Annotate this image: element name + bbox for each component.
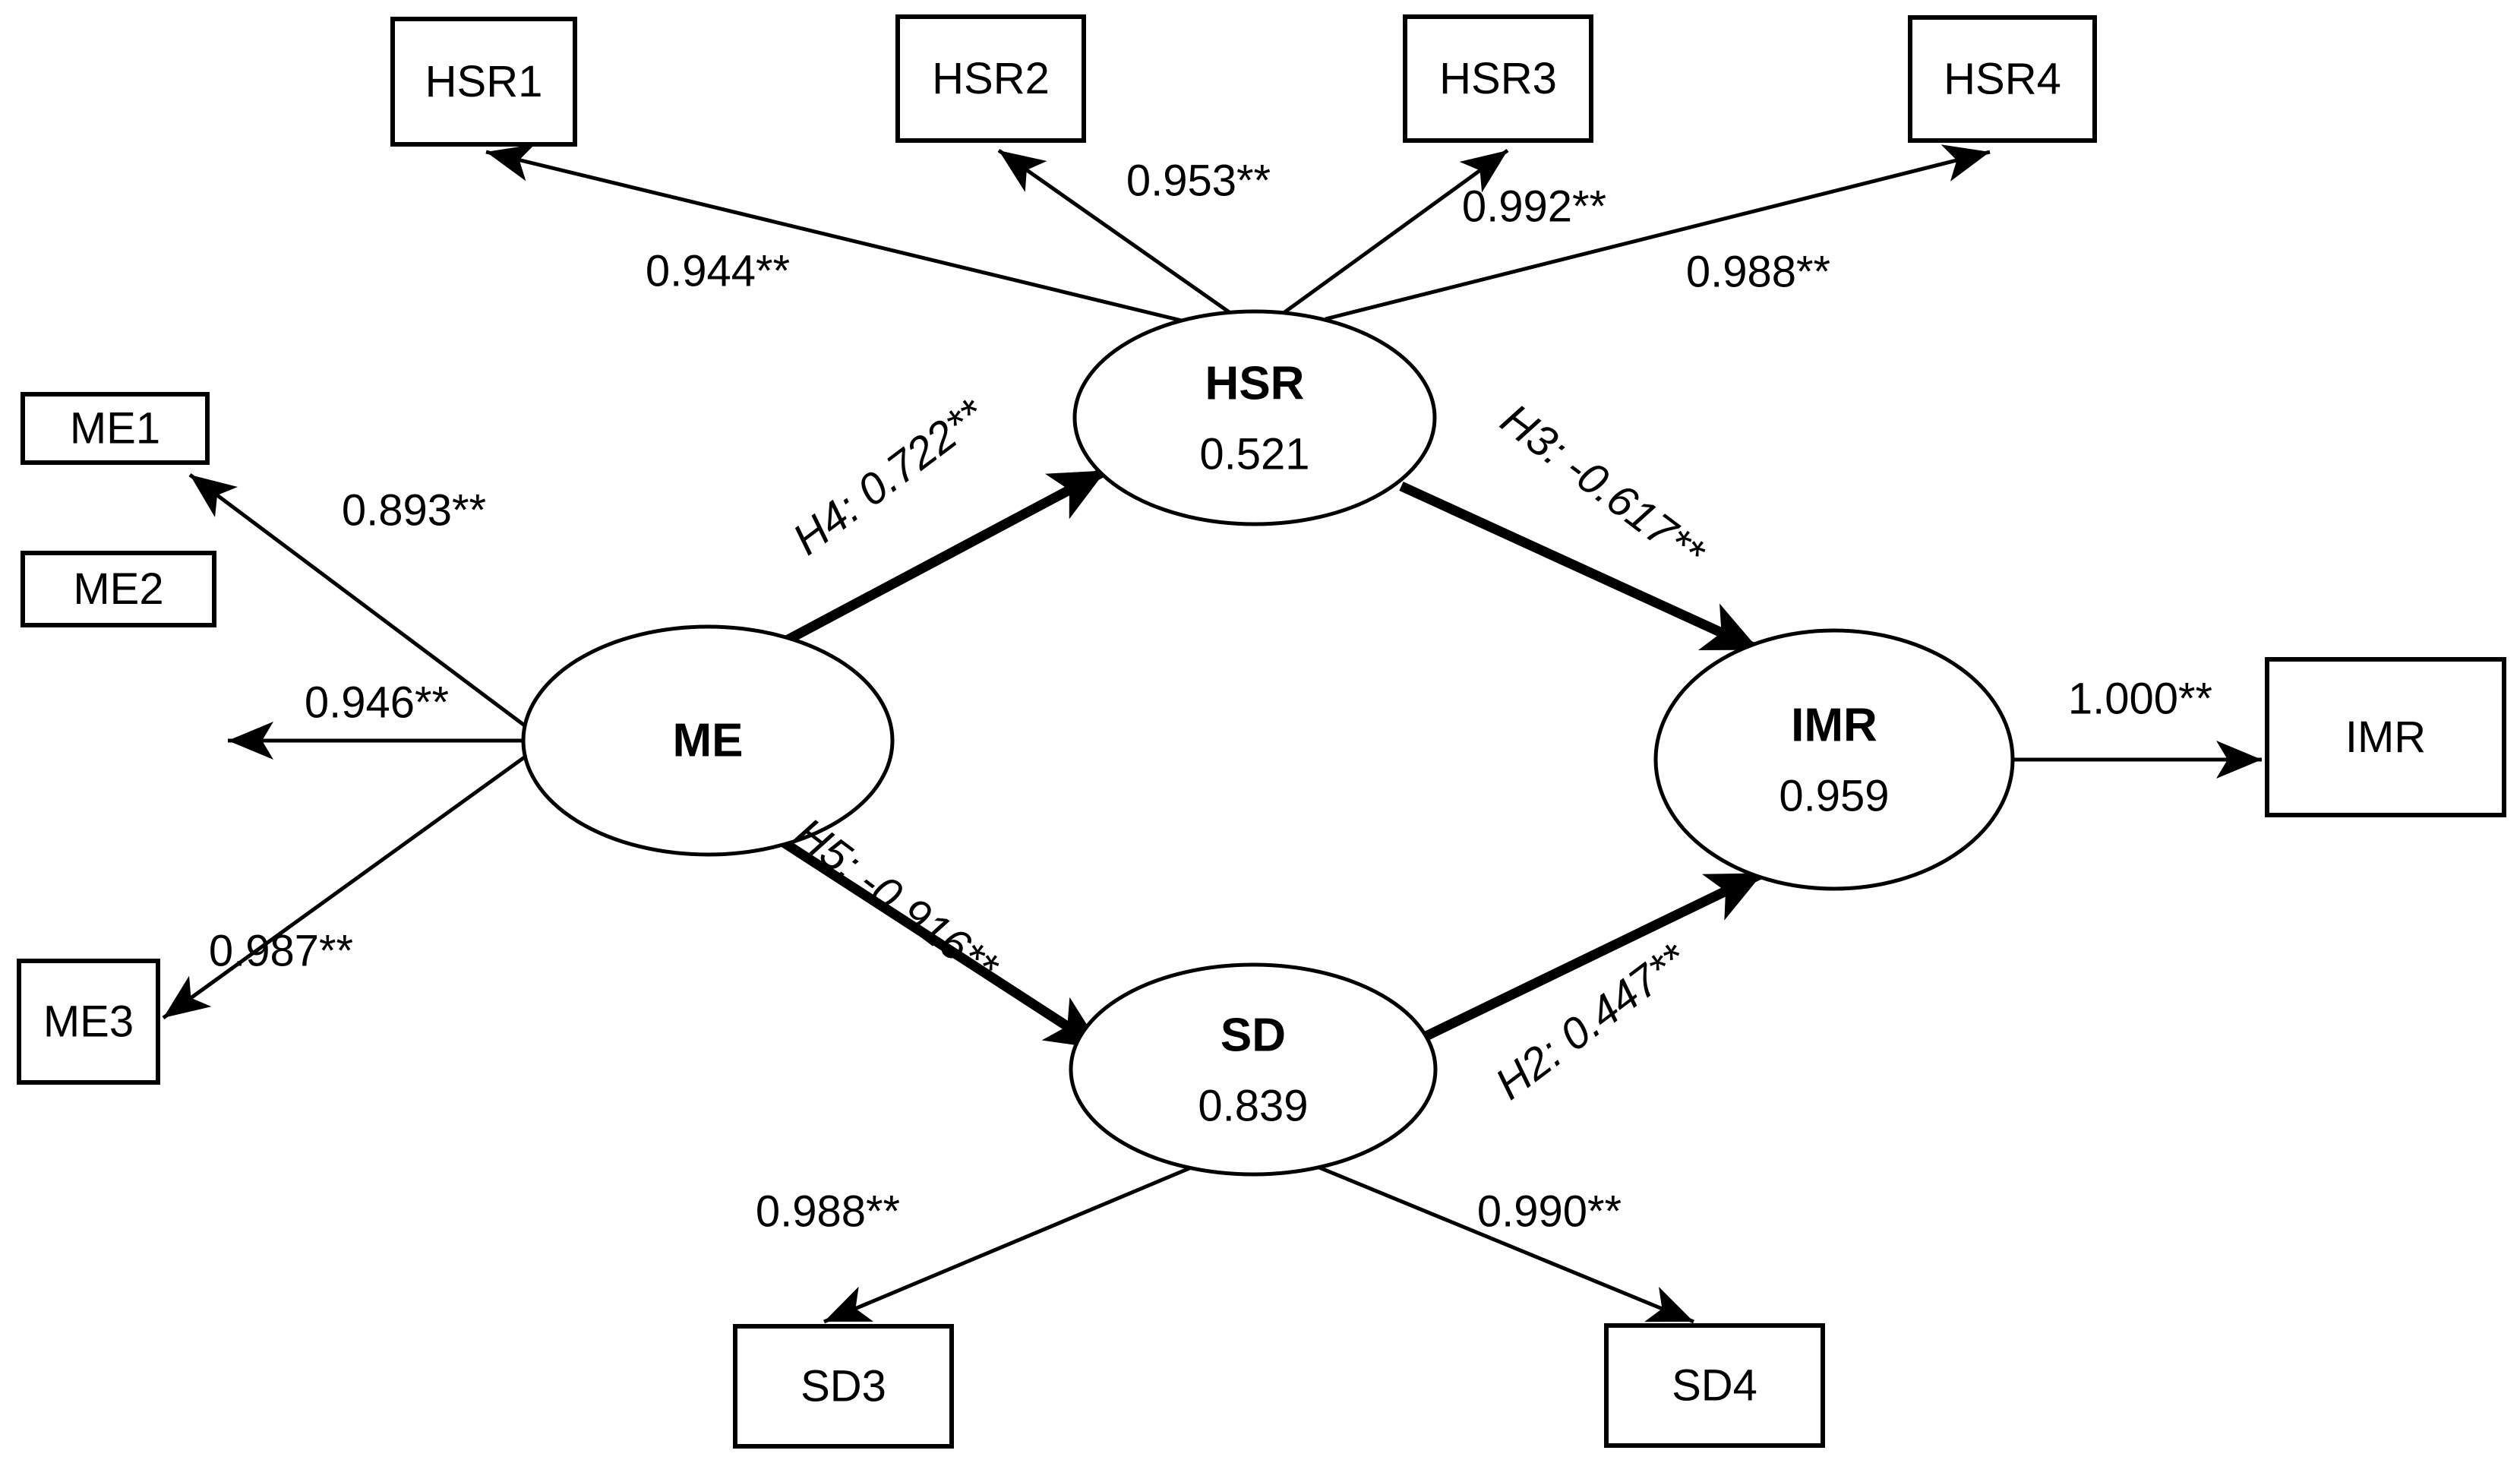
hypothesis-label-H3: H3: -0.617**: [1492, 394, 1714, 580]
indicator-label-SD3: SD3: [801, 1362, 886, 1411]
latent-node-IMR: IMR 0.959: [1653, 628, 2015, 891]
coefficient-label-hsr-hsr2: 0.953**: [1126, 156, 1271, 206]
indicator-box-HSR1: [390, 17, 577, 147]
coefficient-label-sd-sd4: 0.990**: [1477, 1187, 1622, 1237]
indicator-box-HSR3: [1403, 14, 1593, 143]
indicator-box-SD4: [1604, 1323, 1825, 1448]
latent-ellipse-HSR: [1072, 309, 1437, 526]
latent-ellipse-ME: [521, 624, 895, 857]
indicator-label-ME1: ME1: [70, 404, 160, 453]
indicator-label-HSR2: HSR2: [932, 54, 1050, 103]
coefficient-label-me-me2: 0.946**: [305, 678, 449, 728]
latent-name-ME: ME: [673, 715, 744, 767]
measurement-arrow-sd-sd3: [823, 1158, 1208, 1324]
measurement-arrow-hsr-hsr2: [997, 148, 1232, 315]
indicator-node-SD3: SD3: [733, 1324, 954, 1449]
measurement-arrow-sd-sd4: [1302, 1158, 1694, 1324]
indicator-box-ME2: [21, 551, 216, 627]
latent-node-ME: ME: [521, 624, 895, 857]
coefficient-label-hsr-hsr1: 0.944**: [646, 247, 790, 296]
indicator-node-HSR4: HSR4: [1908, 15, 2097, 143]
indicator-label-HSR3: HSR3: [1439, 54, 1557, 103]
indicator-box-ME1: [21, 392, 210, 465]
measurement-paths-group: [162, 144, 2262, 1324]
latent-r2-value-IMR: 0.959: [1779, 772, 1889, 821]
structural-arrow-H4: [756, 466, 1108, 659]
latent-node-SD: SD 0.839: [1069, 962, 1438, 1177]
indicator-label-HSR4: HSR4: [1944, 55, 2061, 104]
latent-name-IMR: IMR: [1791, 700, 1877, 752]
indicator-box-ME3: [17, 959, 160, 1085]
latent-node-HSR: HSR 0.521: [1072, 309, 1437, 526]
measurement-arrow-hsr-hsr4: [1325, 144, 1991, 321]
indicator-box-HSR2: [895, 14, 1086, 143]
indicator-node-ME2: ME2: [21, 551, 216, 627]
coefficient-label-me-me3: 0.987**: [209, 927, 353, 976]
latent-ellipse-SD: [1069, 962, 1438, 1177]
measurement-arrow-me-me1: [188, 472, 533, 733]
structural-paths-group: [756, 466, 1764, 1053]
structural-arrow-H2: [1407, 869, 1764, 1049]
indicator-box-IMR_obs: [2265, 657, 2506, 817]
measurement-arrow-me-me3: [162, 750, 533, 1020]
hypothesis-label-H4: H4: 0.722**: [784, 388, 995, 564]
structural-arrow-H3: [1399, 482, 1761, 654]
indicator-node-ME3: ME3: [17, 959, 160, 1085]
indicator-node-HSR3: HSR3: [1403, 14, 1593, 143]
measurement-arrow-hsr-hsr1: [485, 144, 1186, 324]
latent-r2-value-HSR: 0.521: [1199, 430, 1309, 479]
latent-ellipse-IMR: [1653, 628, 2015, 891]
indicator-box-SD3: [733, 1324, 954, 1449]
coefficient-label-imr-imrobs: 1.000**: [2068, 675, 2212, 724]
measurement-arrow-hsr-hsr3: [1282, 148, 1509, 315]
indicator-node-IMR_obs: IMR: [2265, 657, 2506, 817]
indicator-node-HSR1: HSR1: [390, 17, 577, 147]
latent-r2-value-SD: 0.839: [1198, 1082, 1308, 1131]
latent-name-SD: SD: [1221, 1010, 1286, 1062]
indicator-label-IMR_obs: IMR: [2345, 713, 2426, 762]
indicator-label-SD4: SD4: [1672, 1361, 1757, 1411]
coefficient-label-me-me1: 0.893**: [342, 486, 486, 536]
indicator-label-ME3: ME3: [43, 997, 134, 1047]
structural-arrow-H5: [764, 827, 1104, 1053]
indicator-node-SD4: SD4: [1604, 1323, 1825, 1448]
coefficient-label-hsr-hsr3: 0.992**: [1462, 182, 1606, 232]
measurement-coefficient-labels-group: 0.944** 0.953** 0.992** 0.988** 0.893** 0.946…: [209, 156, 2212, 1237]
coefficient-label-hsr-hsr4: 0.988**: [1686, 248, 1830, 297]
indicator-box-HSR4: [1908, 15, 2097, 143]
hypothesis-label-H5: H5: -0.916**: [785, 808, 1008, 994]
indicator-label-ME2: ME2: [73, 564, 163, 614]
indicator-label-HSR1: HSR1: [425, 57, 543, 106]
indicator-node-ME1: ME1: [21, 392, 210, 465]
indicator-node-HSR2: HSR2: [895, 14, 1086, 143]
coefficient-label-sd-sd3: 0.988**: [756, 1187, 900, 1237]
latent-name-HSR: HSR: [1205, 358, 1305, 410]
